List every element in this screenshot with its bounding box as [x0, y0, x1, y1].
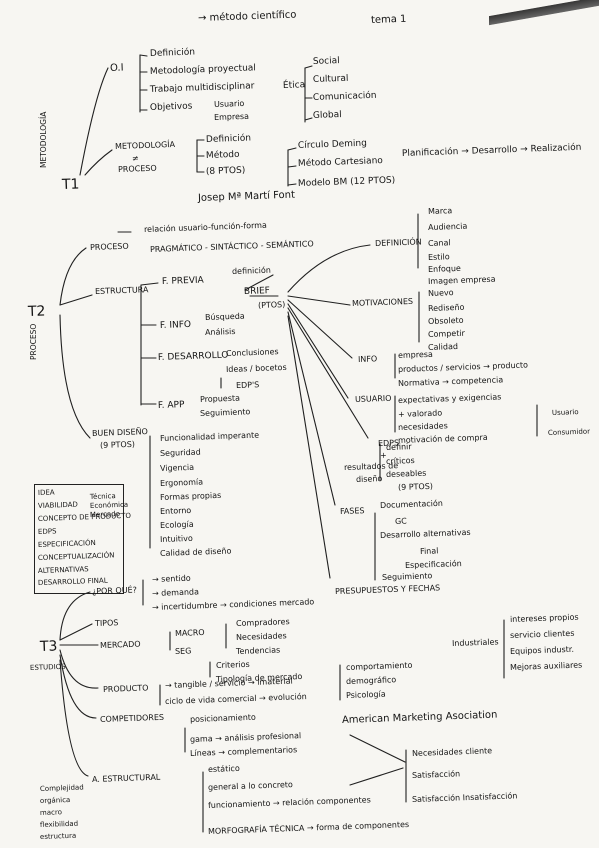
t3-left-item: flexibilidad	[39, 819, 79, 829]
t2-def-item: Enfoque	[427, 263, 462, 274]
t1-obj-sub: Usuario	[213, 98, 245, 109]
t2-fdes-item: EDP'S	[235, 380, 260, 390]
t2-brief: BRIEF	[243, 286, 271, 297]
t2-edps-item: deseables	[385, 468, 427, 479]
t2-def-item: Estilo	[427, 252, 450, 262]
t2-mot-item: Obsoleto	[427, 315, 464, 326]
t2-finfo: F. INFO	[159, 319, 192, 331]
t1-etica: Ética	[282, 80, 306, 91]
t2-definicion: definición	[231, 265, 272, 276]
t2-mot-item: Nuevo	[427, 288, 454, 298]
box-side: Técnica	[89, 492, 116, 501]
t2-fases-item: Final	[419, 546, 439, 556]
box-item: EDPS	[37, 527, 57, 536]
t2-edps-sub2: diseño	[355, 474, 383, 484]
t2-fapp-item: Propuesta	[199, 393, 241, 404]
t2-mot-item: Rediseño	[427, 302, 465, 313]
t2-bd-item: Ecología	[159, 519, 194, 530]
t2-info-item: empresa	[397, 349, 434, 360]
t2-edps-pts: (9 PTOS)	[397, 481, 434, 492]
t3-left-item: orgánica	[39, 795, 71, 805]
t3-macro: MACRO	[174, 627, 205, 638]
t3-left-item: estructura	[39, 831, 77, 841]
t3-seg: SEG	[174, 646, 192, 656]
t2-brief-pts: (PTOS)	[257, 300, 286, 310]
t2-def-item: Audiencia	[427, 221, 468, 232]
t3-seg-item: Criterios	[215, 659, 250, 670]
t1-oi: O.I	[109, 62, 124, 74]
t2-finfo-item: Búsqueda	[204, 311, 245, 322]
page-corner-shadow	[489, 0, 599, 26]
t2-usuario-side: Usuario	[551, 408, 579, 417]
t2-bd-item: Intuitivo	[159, 533, 193, 544]
t1-etica-item: Global	[312, 110, 342, 121]
t2-side-label: PROCESO	[29, 323, 38, 360]
t1-oi-item: Definición	[149, 47, 196, 59]
t1-proceso: PROCESO	[117, 163, 157, 174]
t2-bd-item: Entorno	[159, 505, 192, 516]
t3-tipos: TIPOS	[94, 618, 119, 628]
t3-psico: Psicología	[345, 689, 386, 700]
t1-met-item: Definición	[205, 133, 252, 145]
t2-fases: FASES	[339, 506, 365, 516]
t1-oi-item: Objetivos	[149, 101, 193, 113]
t2-buen-pts: (9 PTOS)	[99, 439, 136, 450]
top-title-suffix: tema 1	[370, 13, 407, 26]
box-side: Mercado	[89, 509, 121, 519]
t2-fprevia: F. PREVIA	[161, 275, 204, 287]
t2-edps-item: definir	[385, 442, 412, 452]
t2-label: T2	[27, 303, 46, 320]
t3-pq-item: → demanda	[151, 587, 200, 598]
t3-mercado: MERCADO	[99, 639, 141, 650]
t1-neq: ≠	[131, 153, 139, 163]
t2-definicion-node: DEFINICIÓN	[374, 237, 422, 248]
t3-pq-item: → sentido	[151, 573, 191, 584]
t2-us-item: + valorado	[397, 408, 443, 419]
t3-label: T3	[39, 638, 58, 655]
t1-etica-item: Cultural	[312, 73, 349, 85]
t3-side: ESTUDIOS	[29, 662, 66, 672]
t3-left-item: macro	[39, 808, 63, 817]
t2-bd-item: Vigencia	[159, 462, 195, 473]
t2-edps-item: críticos	[385, 456, 415, 466]
t2-usuario: USUARIO	[354, 393, 392, 404]
t2-usuario-side: Consumidor	[547, 427, 591, 437]
box-item: VIABILIDAD	[37, 500, 79, 510]
t1-met-item: Método	[205, 149, 240, 161]
t1-obj-sub: Empresa	[213, 111, 250, 122]
t2-fases-item: GC	[394, 516, 407, 526]
t3-por-que: ¿POR QUÉ?	[91, 585, 138, 596]
box-side: Económica	[89, 500, 129, 510]
t1-met-item: (8 PTOS)	[205, 165, 246, 177]
t1-etica-item: Social	[312, 56, 340, 67]
t3-industriales: Industriales	[451, 637, 499, 648]
idea-list-box	[34, 484, 124, 594]
t1-side-label: METODOLOGÍA	[39, 111, 48, 168]
t3-producto: PRODUCTO	[102, 683, 149, 694]
t2-def-item: Canal	[427, 238, 451, 248]
t2-def-item: Marca	[427, 206, 453, 216]
t2-mot-item: Competir	[427, 328, 466, 339]
t2-info: INFO	[357, 354, 378, 364]
t1-label: T1	[61, 176, 80, 193]
t3-nec-item: Satisfacción	[411, 769, 461, 780]
t3-aest-item: estático	[207, 763, 240, 774]
t2-fapp: F. APP	[157, 400, 185, 411]
t2-finfo-item: Análisis	[204, 326, 236, 337]
t2-proceso: PROCESO	[89, 241, 129, 252]
t3-macro-item: Tendencias	[235, 645, 281, 656]
box-item: IDEA	[37, 488, 55, 497]
t2-bd-item: Seguridad	[159, 447, 201, 458]
t2-bd-item: Ergonomía	[159, 477, 204, 488]
